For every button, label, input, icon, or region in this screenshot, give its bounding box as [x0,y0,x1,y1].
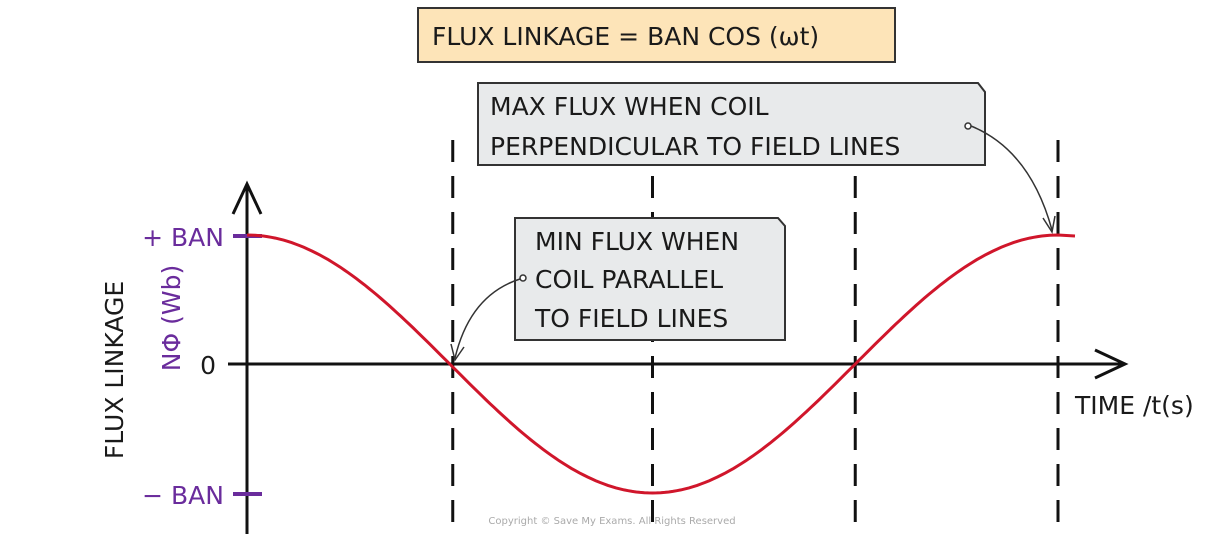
flux-curve [246,233,1076,495]
y-axis-arrow-icon [231,180,263,215]
min-flux-callout: MIN FLUX WHEN COIL PARALLEL TO FIELD LIN… [450,217,786,362]
axes [228,180,1129,534]
title-text: FLUX LINKAGE = BAN COS (ωt) [432,22,819,51]
max-flux-callout: MAX FLUX WHEN COIL PERPENDICULAR TO FIEL… [477,82,1056,234]
y-tick-minus-ban: − BAN [142,481,224,510]
arrow-icon [450,343,465,362]
y-tick-zero: 0 [200,351,216,380]
min-callout-line-2: COIL PARALLEL [535,265,723,294]
max-callout-line-1: MAX FLUX WHEN COIL [490,92,769,121]
arrow-icon [1042,215,1056,234]
title-box: FLUX LINKAGE = BAN COS (ωt) [417,7,896,63]
x-axis-arrow-icon [1094,348,1129,380]
x-axis-label: TIME /t(s) [1074,391,1194,420]
watermark: Copyright © Save My Exams. All Rights Re… [488,516,735,527]
y-tick-plus-ban: + BAN [142,223,224,252]
min-callout-line-1: MIN FLUX WHEN [535,227,739,256]
max-callout-line-2: PERPENDICULAR TO FIELD LINES [490,132,900,161]
y-axis-unit: NΦ (Wb) [157,265,186,371]
y-axis-label: FLUX LINKAGE [100,281,129,459]
min-callout-line-3: TO FIELD LINES [534,304,728,333]
